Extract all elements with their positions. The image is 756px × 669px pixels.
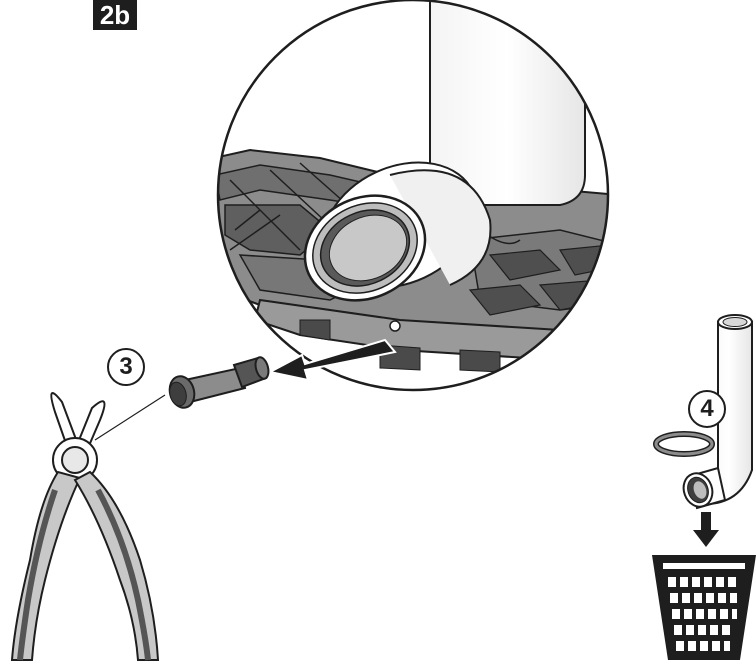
down-arrow-icon — [693, 512, 719, 547]
pliers-icon — [12, 393, 158, 660]
callout-3: 3 — [107, 348, 145, 386]
basket-icon — [652, 555, 756, 660]
leader-line-3 — [95, 395, 165, 440]
callout-4: 4 — [688, 390, 726, 428]
o-ring-icon — [656, 434, 712, 454]
drain-plug-icon — [166, 356, 270, 411]
zoom-circle — [205, 0, 640, 390]
step-label: 2b — [93, 0, 137, 30]
